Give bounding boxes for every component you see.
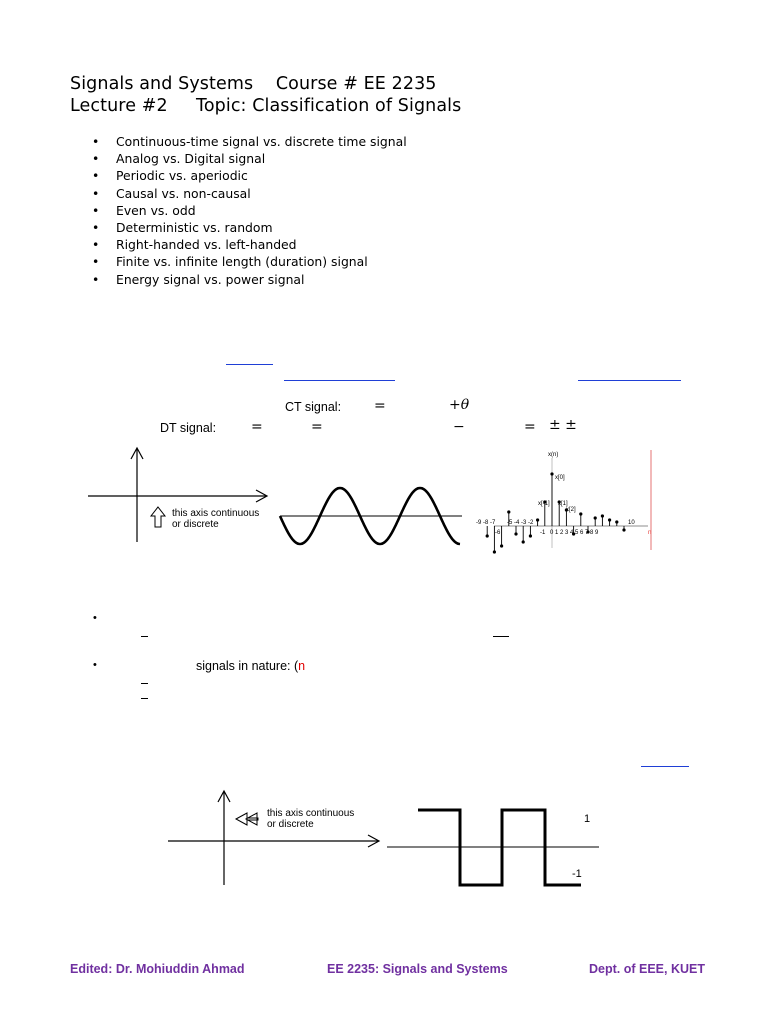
bullet-marker: • [92,134,100,149]
dash-mark [141,698,148,699]
list-item: • Continuous-time signal vs. discrete tim… [92,133,407,150]
bullet-marker: • [92,219,100,235]
stem-point [622,528,626,532]
bullet-marker: • [93,659,97,671]
dt-plus-minus: ± ± [549,417,577,433]
stem-x1-label: x[1] [558,501,568,507]
list-item: • Causal vs. non-causal [92,185,407,202]
bullet-marker: • [92,185,100,201]
list-item: • Periodic vs. aperiodic [92,167,407,184]
stem-point [521,540,525,544]
ct-signal-label: CT signal: [285,400,342,414]
level-low-label: -1 [572,868,582,880]
lecture-topic: Lecture #2 Topic: Classification of Sign… [70,96,462,116]
list-item: • Even vs. odd [92,202,407,219]
bullet-marker: • [92,271,100,287]
level-high-label: 1 [584,813,591,825]
axis-note-2: this axis continuous or discrete [267,808,355,830]
stem-ticks-left: -9 -8 -7 [476,520,496,526]
stem-point [536,518,540,522]
ct-equals: = [374,398,386,414]
stem-point [514,532,518,536]
stem-x0-label: x[0] [555,475,565,481]
stem-tick-10: 10 [628,520,635,526]
dt-equals-2: = [311,419,323,435]
stem-point [586,530,590,534]
list-item-text: Deterministic vs. random [116,219,273,235]
bullet-marker: • [92,202,100,218]
list-item-text: Periodic vs. aperiodic [116,168,248,184]
list-item: • Deterministic vs. random [92,219,407,236]
dt-equals-1: = [251,419,263,435]
dash-mark [141,636,148,637]
stem-point [500,544,504,548]
list-item-text: Energy signal vs. power signal [116,271,305,287]
link-underline[interactable] [284,380,395,381]
axis-note-1: this axis continuous or discrete [172,508,260,530]
course-title: Signals and Systems Course # EE 2235 [70,74,437,94]
stem-plot: x(n) x[0] x[-1] x[1] x[2] -9 -8 -7 -6 -5… [476,450,652,554]
dt-minus: − [453,419,465,435]
axes-diagram-1 [88,446,269,542]
stem-point [608,518,612,522]
ct-phase: +θ [449,397,470,413]
stem-tick-m1: -1 [540,530,546,536]
stem-tick-m6: -6 [495,530,501,536]
signals-in-nature-text: signals in nature: (n [196,659,306,673]
stem-point [593,516,597,520]
stem-point [572,532,576,536]
stem-point [550,472,554,476]
stem-point [528,534,532,538]
list-item-text: Continuous-time signal vs. discrete time… [116,134,407,149]
list-item: • Finite vs. infinite length (duration) s… [92,253,407,270]
axes-diagram-2 [168,789,381,885]
list-item: • Energy signal vs. power signal [92,271,407,288]
bullet-marker: • [93,612,97,624]
stem-point [600,514,604,518]
stem-point [564,508,568,512]
stem-point [485,534,489,538]
square-wave-plot [387,808,599,887]
link-underline[interactable] [641,766,689,767]
footer-course: EE 2235: Signals and Systems [327,962,508,976]
bullet-marker: • [92,237,100,253]
stem-point [579,512,583,516]
link-underline[interactable] [226,364,273,365]
stem-point [543,500,547,504]
link-underline[interactable] [578,380,681,381]
list-item-text: Analog vs. Digital signal [116,151,266,167]
bullet-marker: • [92,151,100,167]
footer-author: Edited: Dr. Mohiuddin Ahmad [70,962,245,976]
dash-mark [493,636,509,637]
list-item-text: Causal vs. non-causal [116,185,251,201]
bullet-marker: • [92,254,100,270]
list-item-text: Even vs. odd [116,202,196,218]
sinusoid-plot [278,486,462,546]
dt-equals-3: = [524,419,536,435]
list-item-text: Finite vs. infinite length (duration) si… [116,254,368,270]
stem-ylabel: x(n) [548,452,558,458]
dt-signal-label: DT signal: [160,421,217,435]
stem-point [492,550,496,554]
stem-point [615,520,619,524]
bullet-marker: • [92,168,100,184]
stem-axis-n: n [648,530,651,536]
stem-xm1-label: x[-1] [538,501,550,507]
stem-point [557,500,561,504]
footer-dept: Dept. of EEE, KUET [589,962,705,976]
list-item: • Right-handed vs. left-handed [92,236,407,253]
list-item: • Analog vs. Digital signal [92,150,407,167]
stem-ticks-mid: -5 -4 -3 -2 [507,520,534,526]
list-item-text: Right-handed vs. left-handed [116,237,297,253]
dash-mark [141,683,148,684]
stem-x2-label: x[2] [566,507,576,513]
classification-list: • Continuous-time signal vs. discrete tim… [92,133,407,288]
stem-point [507,510,511,514]
